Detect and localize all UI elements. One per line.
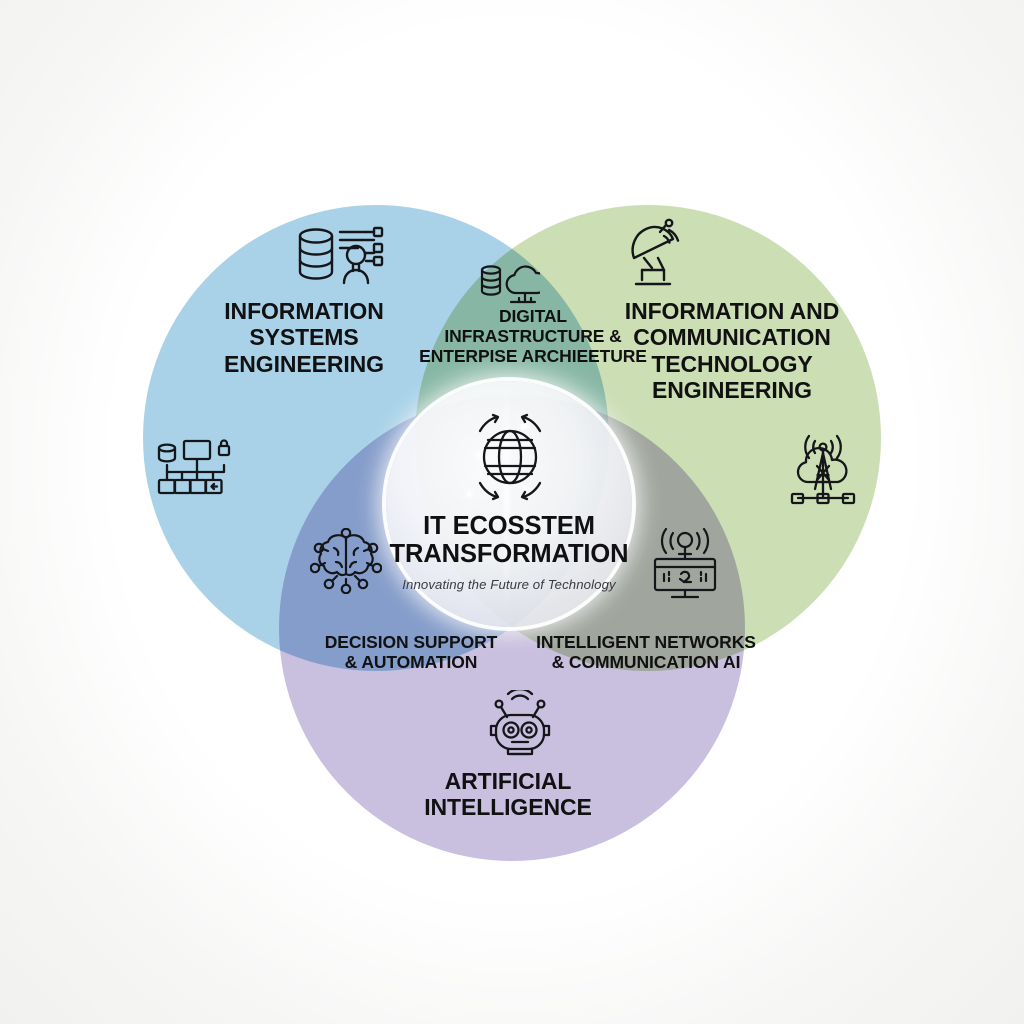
center-title-line: IT ECOSSTEM (423, 512, 595, 540)
center-label-it-ecosystem-transformation: IT ECOSSTEM TRANSFORMATION Innovating th… (386, 512, 632, 592)
network-topology-icon (156, 438, 236, 500)
cell-tower-cloud-icon (786, 434, 860, 512)
sparkle-dot (521, 423, 527, 429)
label-line: DIGITAL (499, 306, 567, 326)
label-line: COMMUNICATION (633, 324, 831, 351)
label-line: ARTIFICIAL (444, 768, 572, 794)
label-line: SYSTEMS (249, 324, 359, 351)
label-line: ENGINEERING (224, 350, 384, 377)
center-hub-circle[interactable] (386, 381, 632, 627)
label-line: INFORMATION (224, 298, 384, 324)
label-line: INTELLIGENT NETWORKS (536, 632, 756, 652)
satellite-dish-icon (620, 218, 692, 290)
label-line: TECHNOLOGY (651, 350, 813, 377)
label-line: INTELLIGENCE (424, 794, 592, 821)
monitor-antenna-icon (650, 528, 720, 602)
center-subtitle: Innovating the Future of Technology (402, 577, 616, 593)
sparkle-dot (524, 487, 527, 490)
label-line: INFORMATION AND (624, 298, 840, 324)
label-line: & AUTOMATION (344, 652, 478, 673)
sparkle-dot (467, 492, 471, 496)
label-line: & COMMUNICATION AI (551, 652, 741, 673)
label-artificial-intelligence: ARTIFICIAL INTELLIGENCE (372, 768, 644, 821)
label-digital-infrastructure-overlap: DIGITAL INFRASTRUCTURE & ENTERPISE ARCHI… (408, 306, 658, 366)
database-user-icon (294, 223, 390, 289)
robot-head-icon (484, 690, 556, 762)
label-line: ENGINEERING (652, 377, 812, 404)
label-ict-engineering: INFORMATION AND COMMUNICATION TECHNOLOGY… (567, 298, 897, 404)
globe-arrows-icon (452, 404, 568, 510)
brain-network-icon (310, 528, 382, 594)
label-information-systems-engineering: INFORMATION SYSTEMS ENGINEERING (148, 298, 460, 377)
label-line: DECISION SUPPORT (324, 632, 498, 652)
label-line: ENTERPISE ARCHIEETURE (419, 346, 647, 367)
center-title-line: TRANSFORMATION (389, 540, 629, 569)
sparkle-dot (477, 453, 481, 457)
label-line: INFRASTRUCTURE & (444, 326, 622, 347)
label-intelligent-networks-overlap: INTELLIGENT NETWORKS & COMMUNICATION AI (521, 632, 771, 672)
label-decision-support-overlap: DECISION SUPPORT & AUTOMATION (287, 632, 535, 672)
cloud-database-icon (478, 262, 540, 306)
